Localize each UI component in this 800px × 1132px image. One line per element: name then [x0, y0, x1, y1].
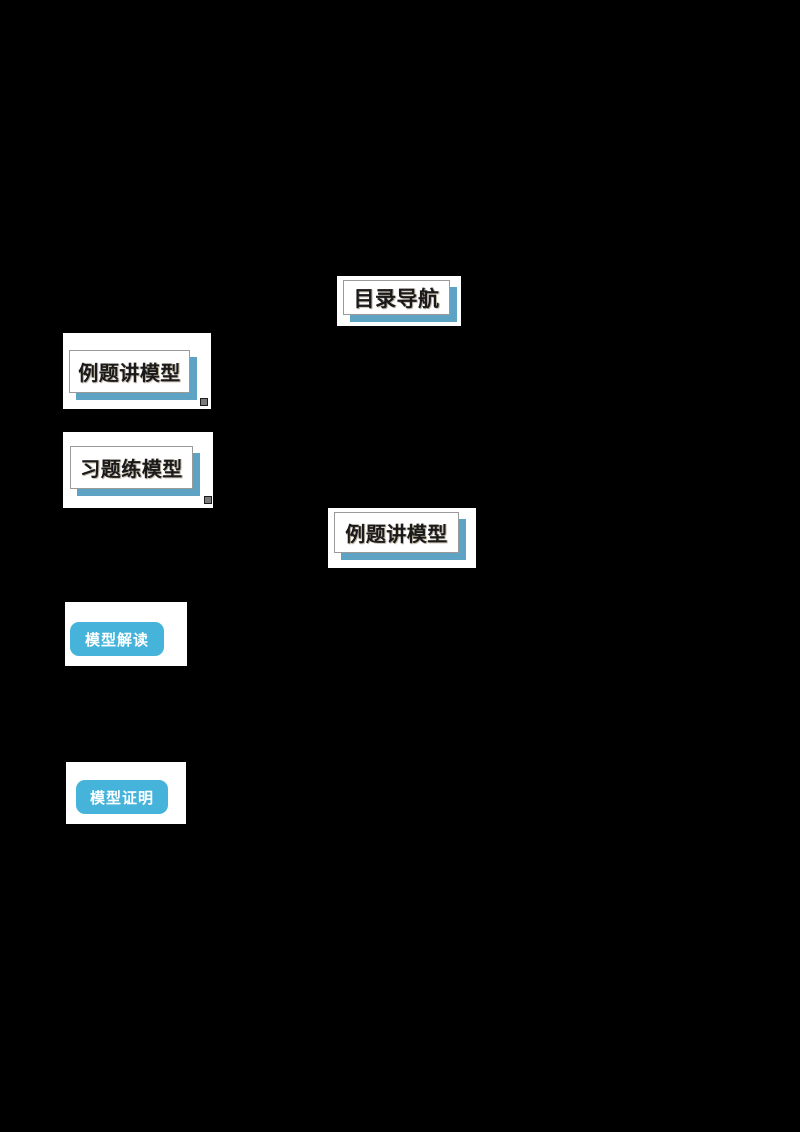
selection-handle-icon[interactable] — [204, 496, 212, 504]
selection-handle-icon[interactable] — [200, 398, 208, 406]
callout-face: 习题练模型 — [70, 446, 193, 489]
callout-label: 目录导航 — [353, 286, 440, 311]
callout-label: 例题讲模型 — [345, 524, 448, 546]
callout-example-lecture-model-2[interactable]: 例题讲模型 — [334, 512, 466, 560]
callout-face: 例题讲模型 — [69, 350, 190, 393]
callout-face: 目录导航 — [343, 280, 450, 315]
callout-label: 例题讲模型 — [78, 363, 181, 385]
callout-example-lecture-model-1[interactable]: 例题讲模型 — [69, 350, 197, 400]
model-interpretation-button[interactable]: 模型解读 — [70, 622, 164, 656]
callout-face: 例题讲模型 — [334, 512, 459, 553]
callout-exercise-practice-model[interactable]: 习题练模型 — [70, 446, 200, 496]
callout-label: 习题练模型 — [80, 459, 183, 481]
callout-directory-navigation[interactable]: 目录导航 — [343, 280, 457, 322]
model-proof-button[interactable]: 模型证明 — [76, 780, 168, 814]
